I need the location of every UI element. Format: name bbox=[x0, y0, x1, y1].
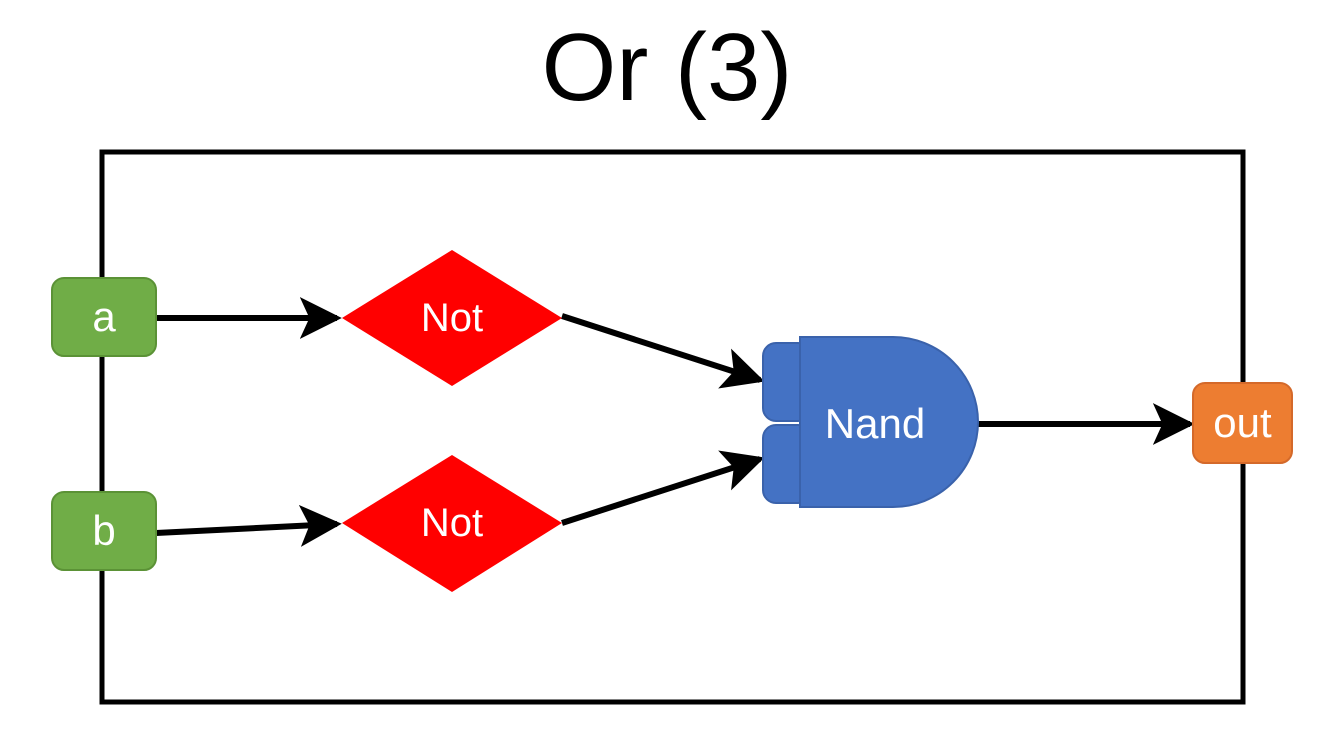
gate-not2[interactable] bbox=[342, 455, 562, 592]
wire-not1-to-nand1 bbox=[561, 313, 765, 389]
gate-not1[interactable] bbox=[342, 250, 562, 386]
input-node-a[interactable] bbox=[51, 277, 157, 357]
gate-nand1[interactable] bbox=[799, 336, 979, 508]
page-title: Or (3) bbox=[541, 14, 793, 121]
input-node-b[interactable] bbox=[51, 491, 157, 571]
output-node-out[interactable] bbox=[1192, 382, 1293, 464]
wire-not2-to-nand1 bbox=[561, 450, 765, 526]
wire-b-to-not2 bbox=[155, 504, 342, 547]
